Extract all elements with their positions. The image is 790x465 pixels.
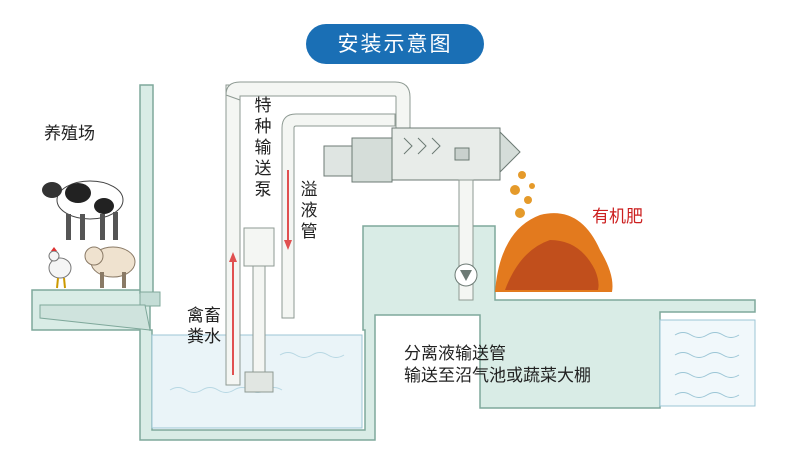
overflow-arrow-head	[284, 240, 292, 250]
separated-liquid-label: 分离液输送管	[404, 344, 506, 364]
manure-water-label: 禽畜粪水	[187, 306, 221, 347]
storage-tank-water	[659, 319, 756, 407]
pig-icon	[84, 246, 136, 288]
farm-drain	[139, 291, 161, 307]
tank-wave-4	[674, 392, 740, 398]
overflow-pipe	[281, 113, 396, 319]
pump-label: 特种输送泵	[254, 96, 272, 200]
pit-wave-1	[279, 352, 345, 358]
fertilizer-label: 有机肥	[592, 207, 643, 227]
tank-wave-1	[674, 332, 740, 338]
pump-arrow-head	[229, 252, 237, 262]
separator-machine	[323, 127, 521, 183]
destination-label: 输送至沼气池或蔬菜大棚	[404, 366, 591, 386]
cow-icon	[42, 180, 124, 240]
farm-wall	[139, 84, 154, 294]
farm-label: 养殖场	[44, 124, 95, 144]
drain-channel	[39, 304, 151, 331]
tank-wave-2	[674, 352, 740, 358]
tank-wave-3	[674, 372, 740, 378]
pump-shaft	[252, 265, 266, 375]
pump-body	[243, 227, 275, 267]
chicken-icon	[48, 247, 72, 289]
pump-pipe-bend	[225, 81, 411, 141]
overflow-pipe-label: 溢液管	[300, 180, 318, 242]
falling-fertilizer	[510, 171, 535, 218]
diagram-title: 安装示意图	[306, 24, 484, 64]
pump-base	[244, 371, 274, 393]
